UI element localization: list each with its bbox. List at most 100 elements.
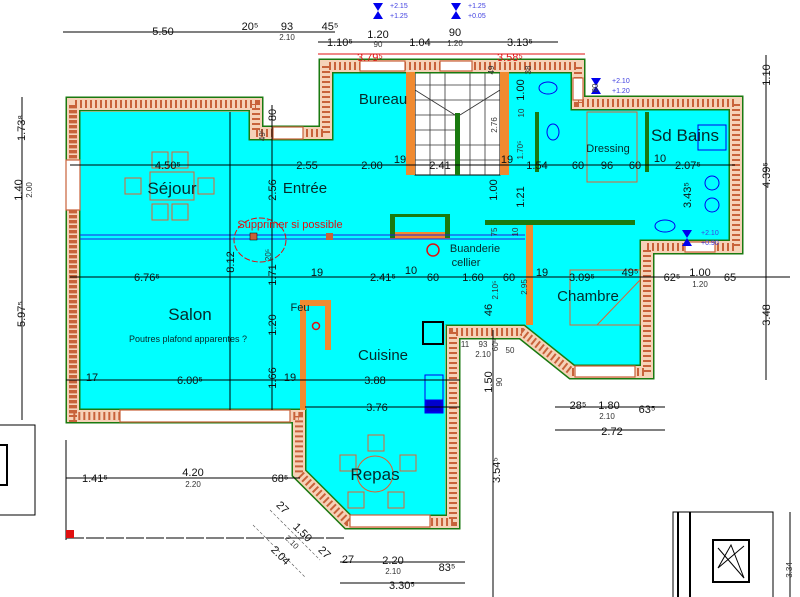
- level-top: +1.25: [468, 3, 486, 10]
- dimension-label: 2.76: [490, 117, 499, 133]
- dimension-label: 10: [517, 108, 526, 117]
- dimension-label: 2.56: [267, 179, 279, 200]
- dimension-label: 1.00: [515, 79, 527, 100]
- dimension-label: 83⁵: [439, 562, 456, 574]
- dimension-label: 60: [427, 272, 439, 284]
- level-marker: +2.15+1.25: [373, 3, 408, 20]
- dimension-label: 2.07⁵: [675, 160, 701, 172]
- dimension-label: 2.00: [25, 182, 34, 198]
- dimension-label: 46: [483, 304, 495, 316]
- level-top: +2.10: [701, 230, 719, 237]
- dimension-label: 1.20: [267, 314, 279, 335]
- dimension-label: 4.20: [182, 467, 203, 479]
- dimension-label: 1.21: [515, 186, 527, 207]
- dimension-label: 1.04: [409, 37, 430, 49]
- dimension-label: 19: [394, 154, 406, 166]
- dimension-label: 49: [487, 65, 496, 74]
- dimension-label: 4.50⁵: [155, 160, 181, 172]
- room-label-chambre: Chambre: [557, 288, 619, 305]
- level-marker-icon: [373, 3, 383, 19]
- dimension-label: 2.41: [429, 160, 450, 172]
- dimension-label: 20⁵: [242, 21, 259, 33]
- dimension-label: 68⁵: [272, 473, 289, 485]
- dimension-label: 2.10: [475, 350, 491, 359]
- dimension-label: 3.54⁵: [491, 457, 503, 483]
- dimension-label: 90: [449, 27, 461, 39]
- dimension-lines: [21, 31, 790, 597]
- room-label-sejour: Séjour: [147, 179, 196, 198]
- dimension-label: 49⁵: [622, 267, 639, 279]
- dimension-label: 2.72: [601, 426, 622, 438]
- room-label-repas: Repas: [350, 465, 399, 484]
- room-label-salon: Salon: [168, 305, 211, 324]
- dimension-label: 62⁵: [664, 272, 681, 284]
- dimension-label: 60: [572, 160, 584, 172]
- level-marker-icon: [451, 3, 461, 19]
- dimension-label: 1.50: [483, 371, 495, 392]
- fireplace-marker: [311, 321, 321, 331]
- dimension-label: 63⁵: [639, 404, 656, 416]
- post: [326, 233, 333, 240]
- dimension-label: 10: [511, 227, 520, 236]
- dimension-label: 60⁶: [491, 339, 500, 351]
- room-label-buanderie: Buanderie: [450, 243, 500, 255]
- dimension-label: 3.58⁵: [497, 52, 523, 64]
- dimension-label: 75: [490, 227, 499, 236]
- dimension-label: 90: [495, 377, 504, 386]
- room-label-cellier: cellier: [452, 257, 481, 269]
- dimension-label: 2.00: [361, 160, 382, 172]
- dimension-label: 6.76⁵: [134, 272, 160, 284]
- room-label-sd-bains: Sd Bains: [651, 126, 719, 145]
- dimension-label: 10: [654, 153, 666, 165]
- dimension-label: 2.55: [296, 160, 317, 172]
- dimension-label: 3.09⁵: [569, 272, 595, 284]
- dimension-label: 1.80: [598, 400, 619, 412]
- dimension-label: 27: [316, 544, 333, 561]
- floor-area: [80, 72, 730, 515]
- dimension-label: 2.10⁵: [491, 281, 500, 300]
- dimension-label: 20⁵: [264, 249, 273, 261]
- dimension-label: 45⁵: [322, 21, 339, 33]
- adjacent-building: [0, 424, 791, 597]
- dimension-label: 50: [506, 346, 515, 355]
- dimension-label: 1.00: [488, 179, 500, 200]
- dimension-label: 49⁵: [258, 129, 267, 141]
- revision-cloud: [233, 217, 287, 263]
- dimension-label: 1.60: [462, 272, 483, 284]
- dimension-label: 3.34: [785, 562, 794, 578]
- room-label-cuisine: Cuisine: [358, 347, 408, 364]
- level-marker: +1.25 +0.05: [451, 3, 486, 20]
- level-bottom: +0.05: [468, 13, 486, 20]
- dimension-label: 3.88: [364, 375, 385, 387]
- room-label-entree: Entrée: [283, 180, 327, 197]
- dimension-label: 2.04: [268, 544, 292, 568]
- dimension-label: 19: [284, 372, 296, 384]
- dimension-label: 80: [267, 109, 279, 121]
- dimension-label: 2.10: [279, 33, 295, 42]
- post: [249, 232, 258, 241]
- level-bottom: +1.20: [612, 88, 630, 95]
- dimension-label: 1.00: [689, 267, 710, 279]
- staircase: [414, 71, 501, 176]
- room-label-dressing: Dressing: [586, 143, 629, 155]
- dimension-label: 6.00⁵: [177, 375, 203, 387]
- dimension-label: 27: [274, 499, 291, 516]
- level-bottom: +0.90: [701, 240, 719, 247]
- dimension-label: 93: [479, 340, 488, 349]
- dimension-label: 11: [461, 340, 470, 349]
- dimension-label: 2.10: [599, 412, 615, 421]
- boiler-marker: [426, 243, 440, 257]
- dimension-label: 2.20: [382, 555, 403, 567]
- level-marker: +2.10+1.20: [591, 78, 630, 95]
- dimension-label: 1.20: [367, 29, 388, 41]
- room-label-bureau: Bureau: [359, 91, 407, 108]
- dimension-label: 1.20: [447, 39, 463, 48]
- dimension-label: 2.41⁵: [370, 272, 396, 284]
- dimension-label: 1.54: [526, 160, 547, 172]
- dimension-label: 1.10: [761, 64, 773, 85]
- furniture: [124, 111, 641, 509]
- origin-marker: [66, 530, 74, 538]
- dimension-label: 5.50: [152, 26, 173, 38]
- dimension-label: 1.73⁸: [16, 115, 28, 141]
